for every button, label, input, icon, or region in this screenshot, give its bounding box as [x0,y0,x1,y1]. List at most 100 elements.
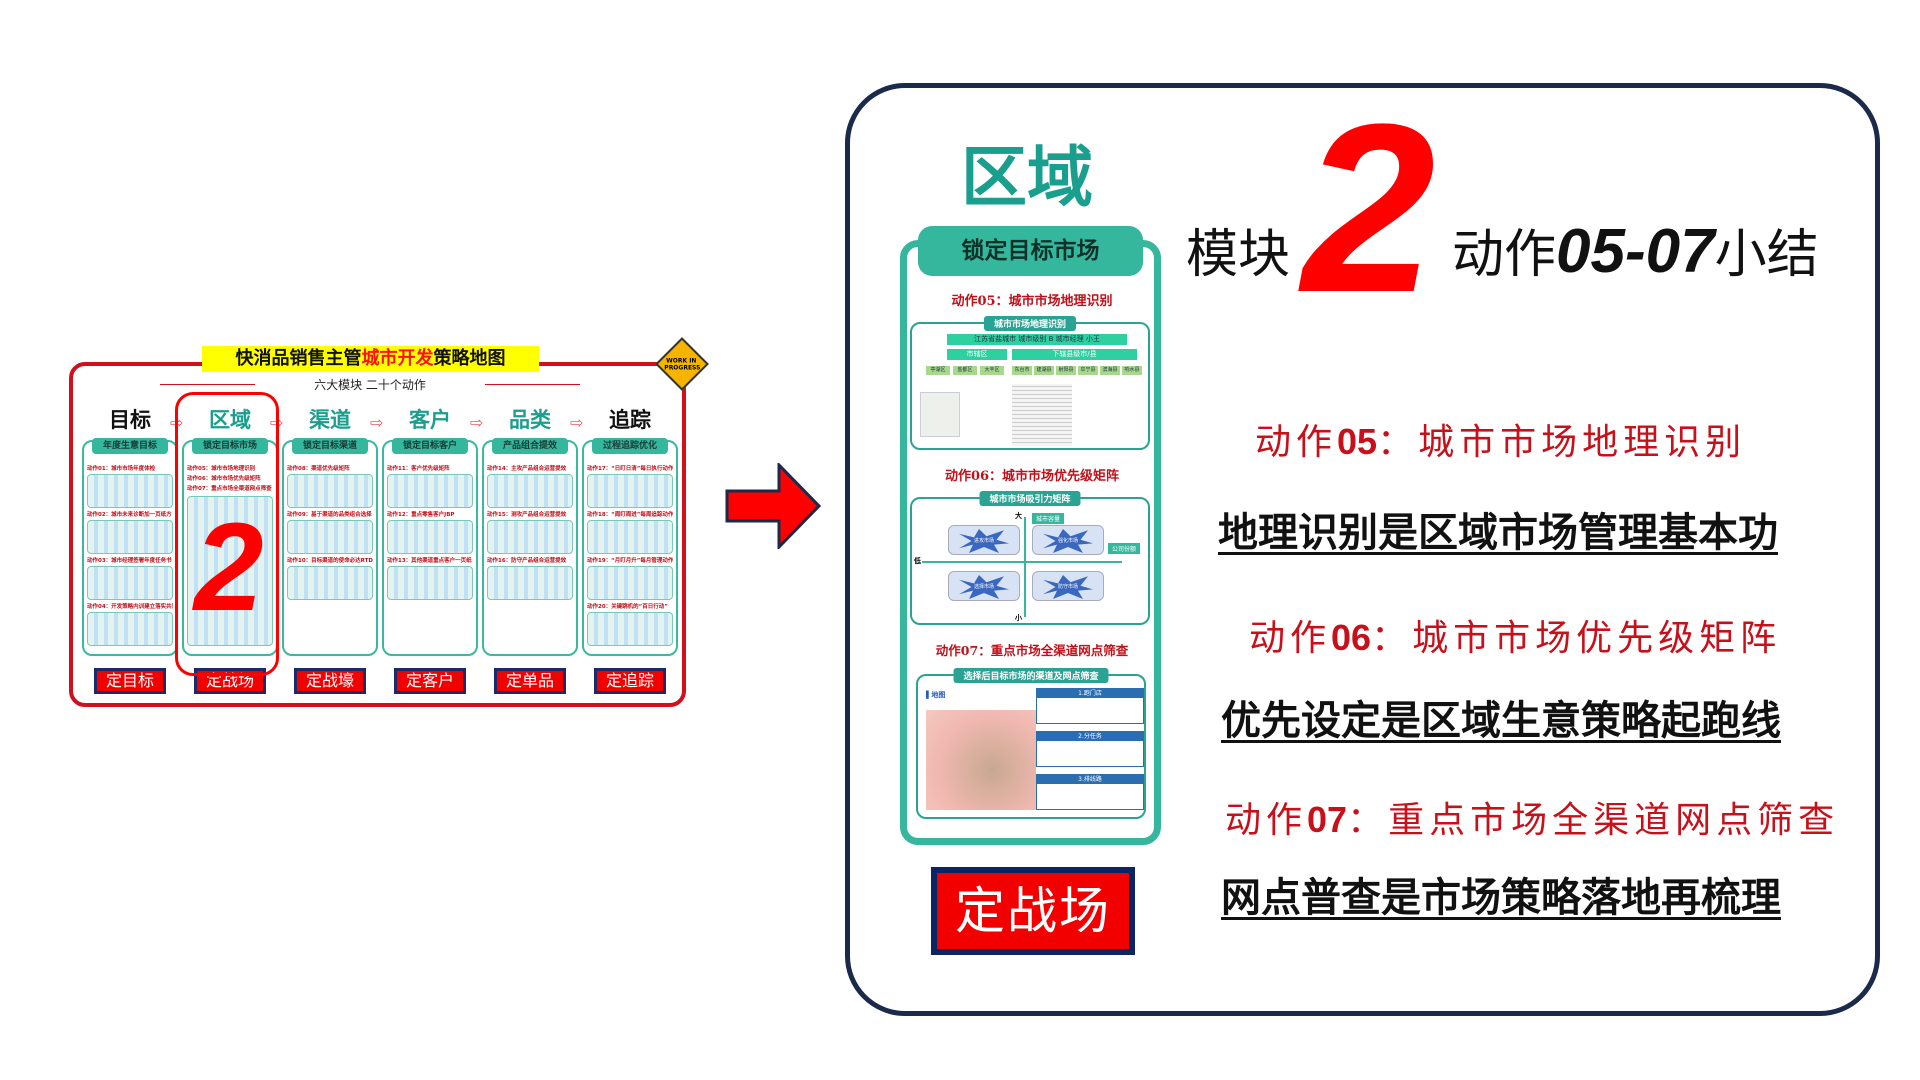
module-action: 动作08：渠道优先级矩阵 [287,466,350,472]
urban-districts-bar: 市辖区 [947,349,1007,360]
card-action-07: 动作07：重点市场全渠道网点筛查 [935,643,1129,658]
module-number: 2 [1302,74,1436,342]
overview-module-1: 目标 年度生意目标动作01：城市市场年度体检动作02：城市未来诊断加一页纸方动作… [82,404,178,656]
module-action: 动作16：防守产品组合运营提效 [487,558,567,564]
module-summary-panel [845,83,1880,1016]
card-title: 锁定目标市场 [918,226,1143,276]
module-label-button[interactable]: 定战壕 [294,668,366,694]
quadrant-strengthen: 强化市场 [1032,525,1104,555]
county-box: 建湖县 [1034,366,1054,375]
module-action: 动作02：城市未来诊断加一页纸方 [87,512,172,518]
geo-identification-panel: 城市市场地理识别 江苏省盐城市 城市级别 B 城市经理 小王 市辖区 下辖县级市… [910,316,1150,450]
step-assign-tasks: 2.分任务 [1036,731,1144,767]
module-card: 锁定目标市场动作05：城市市场地理识别动作06：城市市场优先级矩阵动作07：重点… [182,438,278,656]
county-box: 阜宁县 [1078,366,1098,375]
module-card: 过程追踪优化动作17：“日盯日清”每日执行动作动作18：“周盯周进”每周追踪动作… [582,438,678,656]
module-action: 动作01：城市市场年度体检 [87,466,156,472]
summary-action-07: 动作07：重点市场全渠道网点筛查 [1225,799,1840,841]
overview-module-2: 区域 锁定目标市场动作05：城市市场地理识别动作06：城市市场优先级矩阵动作07… [182,404,278,656]
actions-range-heading: 动作05-07小结 [1452,217,1819,286]
module-label-button[interactable]: 定追踪 [594,668,666,694]
module-action: 动作03：城市经理签署年度任务书 [87,558,172,564]
action-thumbnail [287,566,373,600]
y-axis-high: 大 [1015,512,1022,520]
overview-module-number: 2 [194,498,264,637]
action-thumbnail [87,520,173,554]
county-box: 滨海县 [1100,366,1120,375]
define-battlefield-button[interactable]: 定战场 [931,867,1135,955]
module-card-tab: 年度生意目标 [92,438,168,454]
module-heading: 追踪 [609,408,651,432]
module-action: 动作07：重点市场全渠道网点筛查 [187,486,272,492]
module-action: 动作06：城市市场优先级矩阵 [187,476,261,482]
city-capacity-tag: 城市容量 [1032,513,1065,524]
module-action: 动作15：测攻产品组合运营提效 [487,512,567,518]
action-thumbnail [87,474,173,508]
card-action-05: 动作05：城市市场地理识别 [951,294,1113,309]
quadrant-select: 选择市场 [948,571,1020,601]
district-box: 盐都区 [953,366,977,375]
summary-line-07: 网点普查是市场策略落地再梳理 [1221,875,1781,921]
overview-title: 快消品销售主管城市开发策略地图 [202,346,539,372]
module-action: 动作20：关键跳机的“百日行动” [587,604,668,610]
summary-line-05: 地理识别是区域市场管理基本功 [1218,510,1778,556]
channel-screening-panel: 选择后目标市场的渠道及网点筛查 ▌地图 1.跑门店 2.分任务 3.排线路 [916,668,1146,819]
geo-panel-title: 城市市场地理识别 [983,316,1077,331]
module-heading: 客户 [409,408,451,432]
action-thumbnail [587,474,673,508]
action-thumbnail [87,612,173,646]
module-action: 动作17：“日盯日清”每日执行动作 [587,466,673,472]
action-thumbnail [487,566,573,600]
region-heading: 区域 [961,139,1093,216]
module-heading: 品类 [509,408,551,432]
step-plan-routes: 3.排线路 [1036,774,1144,810]
module-action: 动作10：目标渠道的使命必达RTD [287,558,373,564]
module-card-tab: 锁定目标市场 [192,438,268,454]
module-card-tab: 产品组合提效 [492,438,568,454]
summary-line-06: 优先设定是区域生意策略起跑线 [1221,698,1781,744]
action-thumbnail [287,474,373,508]
module-label-button[interactable]: 定客户 [394,668,466,694]
attractiveness-matrix-panel: 城市市场吸引力矩阵 大 小 低 城市容量 公司份额 进攻市场 强化市场 选择市场… [910,491,1150,625]
county-box: 射阳县 [1056,366,1076,375]
overview-module-5: 品类 产品组合提效动作14：主攻产品组合运营提效动作15：测攻产品组合运营提效动… [482,404,578,656]
quadrant-attack: 进攻市场 [948,525,1020,555]
action-thumbnail [387,520,473,554]
summary-action-05: 动作05：城市市场地理识别 [1255,421,1747,463]
map-logo: ▌地图 [926,691,946,699]
module-action: 动作11：客户优先级矩阵 [387,466,450,472]
summary-action-06: 动作06：城市市场优先级矩阵 [1249,617,1782,659]
counties-bar: 下辖县级市/县 [1012,349,1137,360]
district-map [920,392,960,437]
flow-arrow-icon: ⇨ [370,413,384,432]
module-label-button[interactable]: 定单品 [494,668,566,694]
module-label-button[interactable]: 定目标 [94,668,166,694]
flow-arrow-icon: ⇨ [570,413,584,432]
company-share-tag: 公司份额 [1108,543,1141,554]
overview-subtitle: 六大模块 二十个动作 [160,376,580,393]
county-table [1012,384,1072,446]
module-card-tab: 过程追踪优化 [592,438,668,454]
module-card: 年度生意目标动作01：城市市场年度体检动作02：城市未来诊断加一页纸方动作03：… [82,438,178,656]
module-card: 锁定目标渠道动作08：渠道优先级矩阵动作09：基于渠道的品类组合选择动作10：目… [282,438,378,656]
module-action: 动作12：重点零售客户JBP [387,512,455,518]
module-action: 动作14：主攻产品组合运营提效 [487,466,567,472]
action-thumbnail [387,566,473,600]
right-arrow-icon [725,463,821,549]
district-box: 大丰区 [980,366,1004,375]
module-action: 动作13：其他渠道重点客户一页纸 [387,558,472,564]
step-visit-stores: 1.跑门店 [1036,688,1144,724]
y-axis-low: 小 [1015,614,1022,622]
matrix-title: 城市市场吸引力矩阵 [979,491,1081,506]
city-info-bar: 江苏省盐城市 城市级别 B 城市经理 小王 [947,334,1127,345]
card-action-06: 动作06：城市市场优先级矩阵 [944,469,1120,484]
module-heading: 目标 [109,408,151,432]
module-action: 动作09：基于渠道的品类组合选择 [287,512,372,518]
module-card-tab: 锁定目标渠道 [292,438,368,454]
overview-module-6: 追踪 过程追踪优化动作17：“日盯日清”每日执行动作动作18：“周盯周进”每周追… [582,404,678,656]
action-thumbnail [587,566,673,600]
flow-arrow-icon: ⇨ [470,413,484,432]
x-axis-low: 低 [914,557,921,565]
module-action: 动作04：开发策略内训建立落实共识 [87,604,173,610]
action-thumbnails: 2 [187,496,273,646]
